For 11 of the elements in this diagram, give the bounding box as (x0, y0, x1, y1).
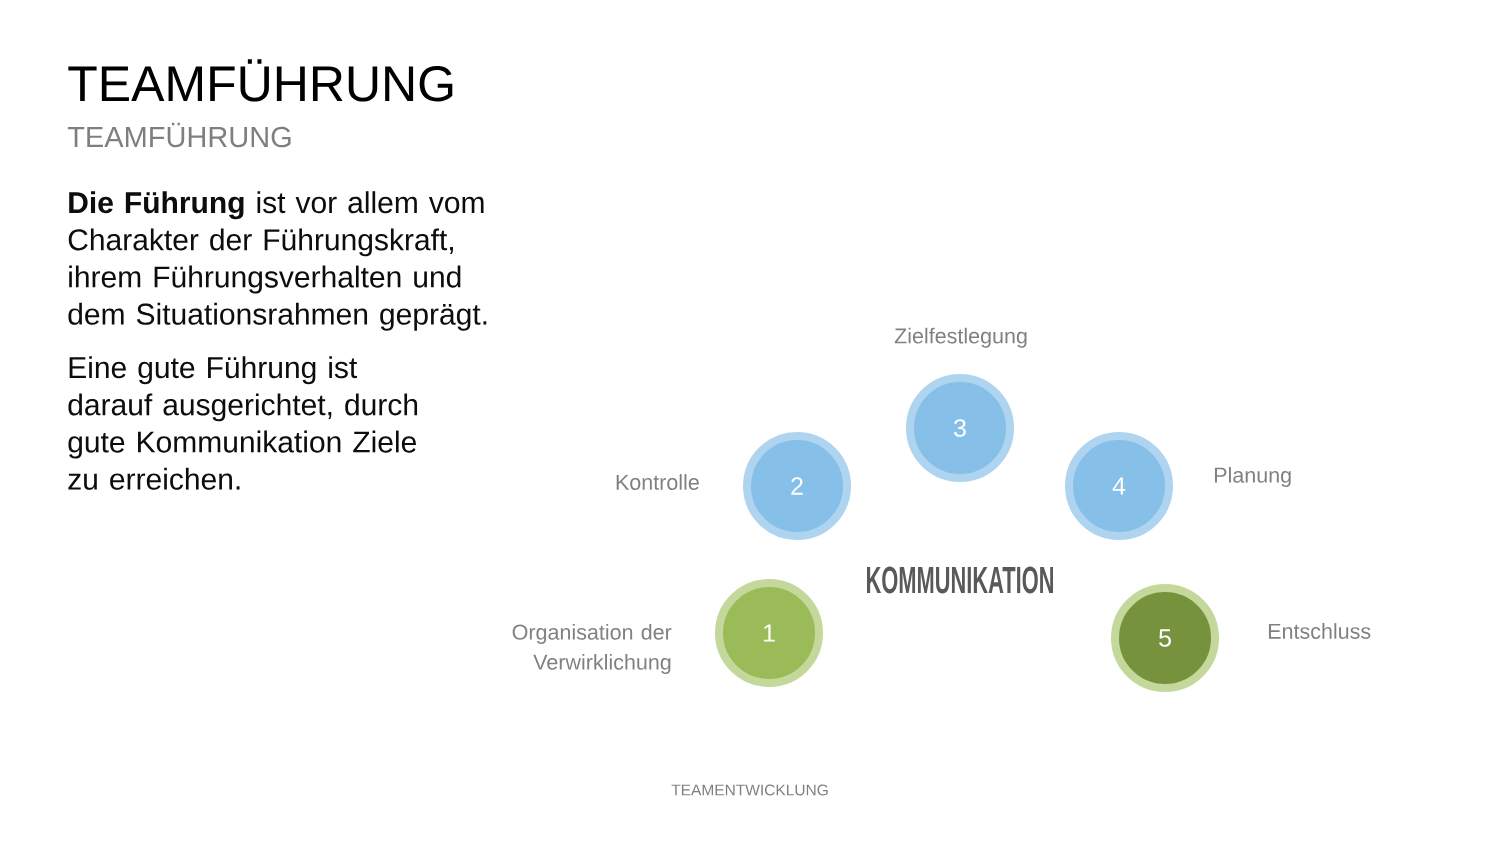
circle-label: Organisation der Verwirklichung (512, 624, 672, 675)
center-heading: KOMMUNIKATION (867, 566, 1053, 594)
footer-text: TEAMENTWICKLUNG (671, 784, 828, 796)
circle-label: Kontrolle (616, 474, 699, 490)
body-text: Eine gute Führung ist darauf ausgerichtet, durch gute Kommunikation Ziele zu erreichen. (68, 356, 418, 490)
circle-label: Entschluss (1268, 623, 1371, 639)
slide-title: TEAMFÜHRUNG (68, 59, 453, 102)
body-text: Die Führung ist vor allem vom Charakter der Führungskraft, ihrem Führungsverhalten und dem Situationsrahmen geprägt. (68, 191, 487, 331)
circle-label: Planung (1214, 467, 1291, 487)
subtitle: TEAMFÜHRUNG (67, 122, 291, 148)
circle-label: Zielfestlegung (894, 327, 1027, 348)
